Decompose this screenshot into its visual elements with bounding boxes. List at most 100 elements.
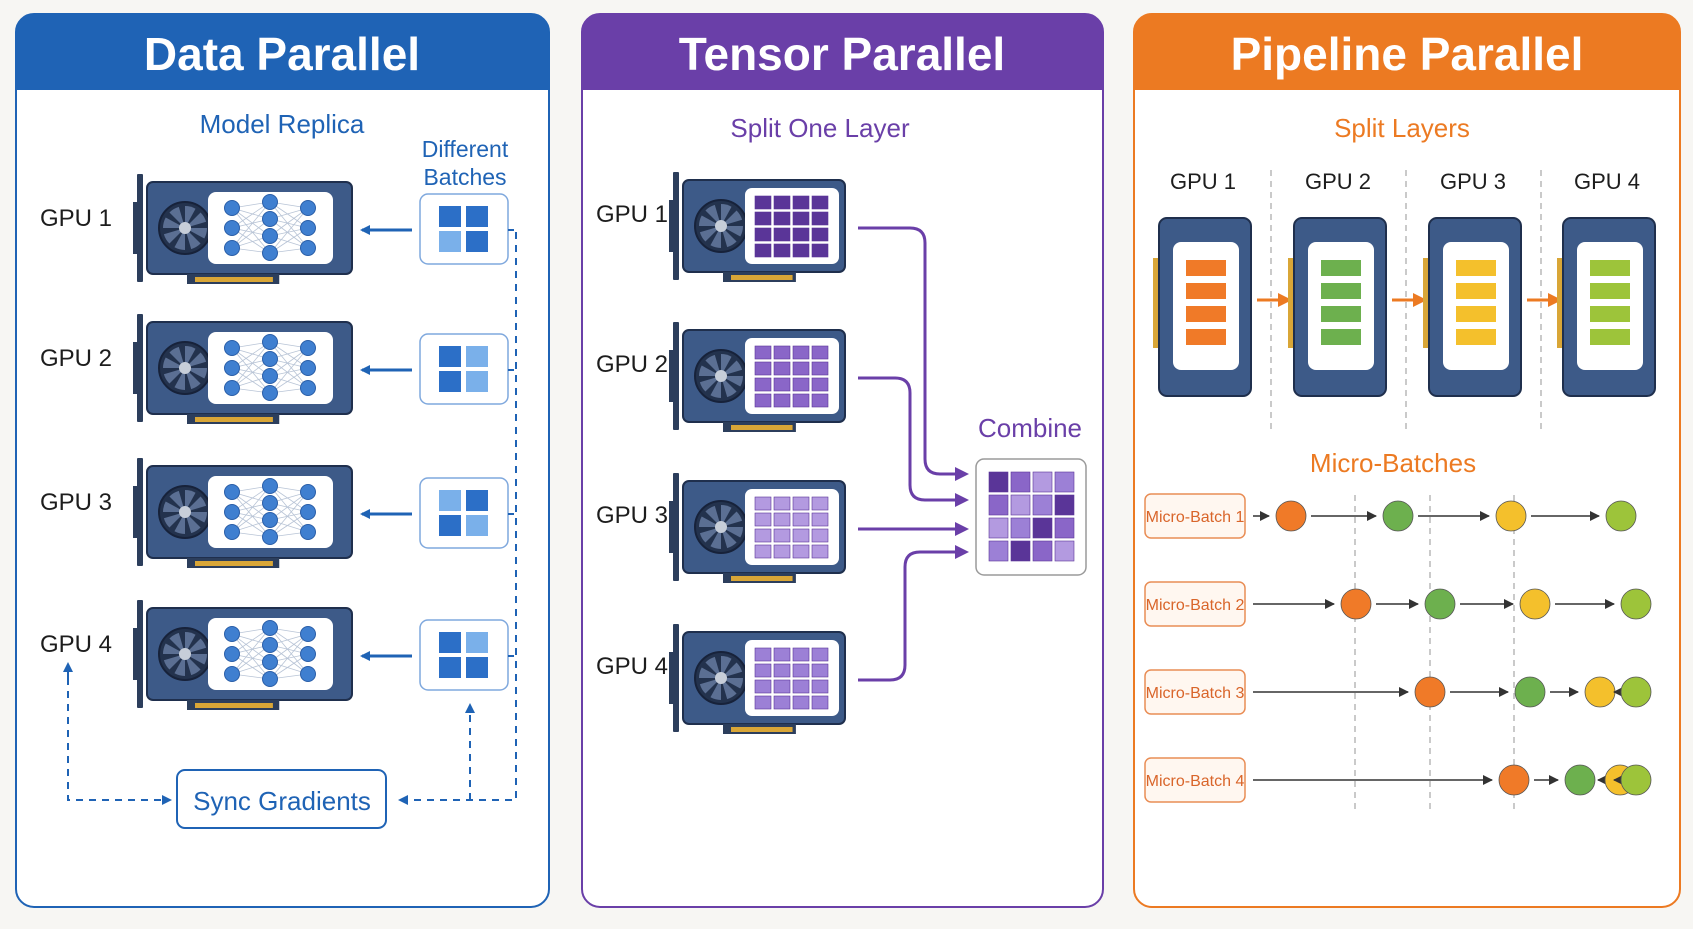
tensor-shard-icon (745, 640, 839, 716)
micro-step-dot (1495, 500, 1527, 532)
micro-step-dot (1498, 764, 1530, 796)
different-label: Different (422, 136, 509, 162)
layer-block (1321, 283, 1361, 299)
combine-cell (1010, 471, 1031, 493)
split-layers-label: Split Layers (1334, 113, 1470, 143)
layer-block (1456, 306, 1496, 322)
tp-combine-arrow (858, 226, 969, 481)
combine-cell (1032, 540, 1053, 562)
combine-cell (1032, 517, 1053, 539)
dp-gpu-row: GPU 1 (40, 174, 516, 284)
micro-step-dot (1424, 588, 1456, 620)
combine-cell (988, 517, 1009, 539)
tensor-shard-icon (745, 188, 839, 264)
micro-step-dot (1519, 588, 1551, 620)
layer-block (1590, 260, 1630, 276)
tensor-shard-icon (745, 338, 839, 414)
pipeline-parallel-title: Pipeline Parallel (1231, 28, 1584, 80)
tp-gpu-label: GPU 4 (596, 653, 668, 680)
sync-gradients-box (176, 769, 387, 829)
combine-cell (988, 471, 1009, 493)
micro-batch-box (1144, 581, 1246, 627)
fan-icon (158, 201, 212, 255)
batches-label: Batches (423, 164, 506, 190)
layer-block (1186, 306, 1226, 322)
batch-grid-icon (419, 193, 509, 265)
micro-batch-label: Micro-Batch 3 (1146, 685, 1245, 702)
micro-batch-row: Micro-Batch 2 (1144, 581, 1652, 627)
micro-batch-row: Micro-Batch 1 (1144, 493, 1637, 539)
micro-step-dot (1605, 500, 1637, 532)
layer-block (1321, 306, 1361, 322)
fan-icon (158, 485, 212, 539)
tp-gpu-label: GPU 1 (596, 201, 668, 228)
dp-gpu-label: GPU 4 (40, 631, 112, 658)
combine-cell (1054, 471, 1075, 493)
tensor-shard-icon (745, 489, 839, 565)
fan-icon (694, 349, 748, 403)
pp-gpu-label: GPU 4 (1574, 169, 1640, 194)
pp-gpu-label: GPU 3 (1440, 169, 1506, 194)
micro-batch-box (1144, 757, 1246, 803)
combine-cell (1032, 494, 1053, 516)
dp-gpu-label: GPU 3 (40, 489, 112, 516)
tp-gpu-row: GPU 3 (596, 473, 969, 583)
layer-block (1590, 329, 1630, 345)
layer-block (1456, 260, 1496, 276)
dp-gpu-row: GPU 3 (40, 458, 516, 568)
micro-batch-box (1144, 669, 1246, 715)
layer-block (1456, 329, 1496, 345)
batch-grid-icon (419, 477, 509, 549)
dp-gpu-row: GPU 4 (40, 600, 516, 710)
micro-step-dot (1275, 500, 1307, 532)
pp-gpu-column: GPU 4 (1557, 169, 1656, 397)
micro-step-dot (1620, 588, 1652, 620)
layer-block (1321, 260, 1361, 276)
combine-cell (1032, 471, 1053, 493)
layer-block (1590, 306, 1630, 322)
neural-network-icon (208, 618, 333, 690)
dp-gpu-label: GPU 2 (40, 345, 112, 372)
micro-batch-box (1144, 493, 1246, 539)
micro-step-dot (1620, 676, 1652, 708)
layer-block (1321, 329, 1361, 345)
neural-network-icon (208, 332, 333, 404)
combine-cell (1010, 540, 1031, 562)
pp-gpu-column: GPU 1 (1153, 169, 1292, 430)
combine-label: Combine (978, 413, 1082, 443)
tp-combine-arrow (858, 376, 969, 507)
tp-gpu-label: GPU 2 (596, 351, 668, 378)
combine-cell (1010, 517, 1031, 539)
micro-batch-row: Micro-Batch 3 (1144, 669, 1652, 715)
micro-batch-label: Micro-Batch 2 (1146, 597, 1245, 614)
layer-block (1186, 329, 1226, 345)
dp-gpu-row: GPU 2 (40, 314, 516, 424)
layer-block (1590, 283, 1630, 299)
tp-gpu-row: GPU 4 (596, 545, 969, 734)
tp-gpu-row: GPU 1 (596, 172, 969, 481)
micro-step-dot (1514, 676, 1546, 708)
fan-icon (158, 627, 212, 681)
data-parallel-panel: Data Parallel Model Replica Different Ba… (15, 13, 550, 908)
split-one-layer-label: Split One Layer (730, 113, 910, 143)
pp-gpu-column: GPU 3 (1423, 169, 1562, 430)
pp-gpu-label: GPU 2 (1305, 169, 1371, 194)
tensor-parallel-title: Tensor Parallel (679, 28, 1005, 80)
pipeline-parallel-panel: Pipeline Parallel Split Layers GPU 1 GPU … (1133, 13, 1681, 908)
micro-step-dot (1382, 500, 1414, 532)
pp-gpu-column: GPU 2 (1288, 169, 1427, 430)
fan-icon (694, 199, 748, 253)
combine-cell (1054, 494, 1075, 516)
combine-cell (1054, 540, 1075, 562)
layer-block (1186, 283, 1226, 299)
fan-icon (694, 651, 748, 705)
tensor-parallel-panel: Tensor Parallel Split One Layer GPU 1 GPU… (581, 13, 1104, 908)
tp-gpu-row: GPU 2 (596, 322, 969, 507)
micro-batch-row: Micro-Batch 4 (1144, 757, 1652, 803)
tp-combine-arrow (858, 545, 969, 682)
pp-gpu-label: GPU 1 (1170, 169, 1236, 194)
fan-icon (158, 341, 212, 395)
micro-batch-label: Micro-Batch 4 (1146, 773, 1245, 790)
micro-step-dot (1414, 676, 1446, 708)
